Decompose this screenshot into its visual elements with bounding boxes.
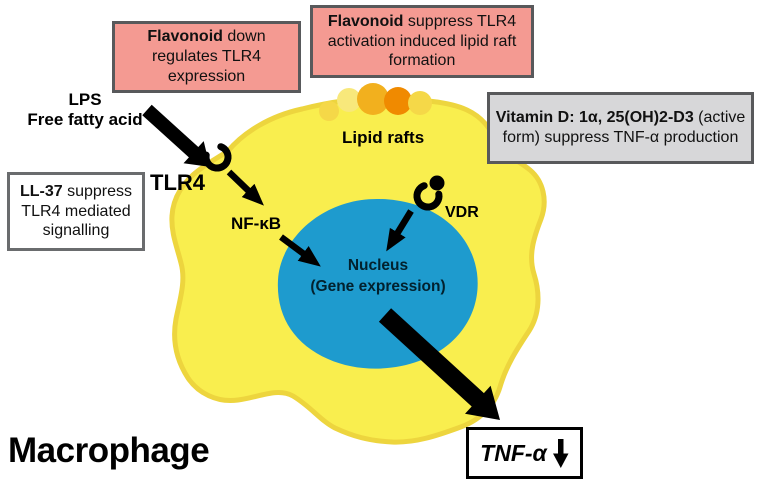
nucleus-label: Nucleus xyxy=(347,257,409,274)
nucleus-to-tnf-arrow xyxy=(378,308,500,420)
lipid-raft-dot xyxy=(319,101,339,121)
tlr4-to-nfkb-arrow xyxy=(226,169,264,206)
callout-keyword: LL-37 xyxy=(19,182,63,200)
vdr-receptor-arc xyxy=(413,182,443,211)
callout-rest: suppress TLR4 activation induced lipid r… xyxy=(327,12,517,70)
tnf-label: TNF-α xyxy=(480,439,547,466)
down-arrow-icon xyxy=(552,438,569,468)
vitamin-d-ligand-icon xyxy=(429,175,445,191)
lipid-raft-dot xyxy=(337,88,361,112)
ligand-label-block: LPS Free fatty acid xyxy=(10,90,160,129)
nfkb-label: NF-κB xyxy=(231,214,282,233)
nucleus-label-block: Nucleus (Gene expression) xyxy=(288,256,468,298)
lipid-rafts-label: Lipid rafts xyxy=(342,128,425,147)
tlr4-label: TLR4 xyxy=(150,170,205,195)
gene-expression-label: (Gene expression) xyxy=(310,277,446,295)
callout-rest: suppress TLR4 mediated signalling xyxy=(21,182,133,240)
callout-text: Flavonoid suppress TLR4 activation induc… xyxy=(318,12,526,71)
callout-ll37: LL-37 suppress TLR4 mediated signalling xyxy=(7,172,145,251)
callout-flavonoid-lipid-raft: Flavonoid suppress TLR4 activation induc… xyxy=(310,5,534,78)
nucleus-shape xyxy=(277,199,478,369)
callout-text: LL-37 suppress TLR4 mediated signalling xyxy=(15,182,137,241)
tnf-output-box: TNF-α xyxy=(466,427,583,479)
macrophage-title: Macrophage xyxy=(8,431,210,470)
vdr-receptor-icon xyxy=(413,175,445,211)
tlr4-receptor-icon xyxy=(202,143,232,172)
callout-text: Vitamin D: 1α, 25(OH)2-D3 (active form) … xyxy=(495,108,746,148)
lipid-raft-dot xyxy=(357,83,389,115)
callout-rest: down regulates TLR4 expression xyxy=(151,28,266,85)
lipid-raft-dot xyxy=(408,91,432,115)
lps-label: LPS xyxy=(68,90,102,109)
callout-text: Flavonoid down regulates TLR4 expression xyxy=(120,27,293,86)
callout-flavonoid-tlr4-expression: Flavonoid down regulates TLR4 expression xyxy=(112,21,301,93)
callout-keyword: Flavonoid xyxy=(147,28,223,46)
vdr-to-nucleus-arrow xyxy=(386,209,414,252)
callout-rest: (active form) suppress TNF-α production xyxy=(502,109,746,146)
free-fatty-acid-label: Free fatty acid xyxy=(27,109,143,129)
callout-keyword: Vitamin D: 1α, 25(OH)2-D3 xyxy=(495,109,694,127)
nfkb-to-nucleus-arrow xyxy=(279,234,321,267)
vdr-label: VDR xyxy=(445,204,479,221)
lipid-rafts-icon xyxy=(319,83,432,121)
callout-keyword: Flavonoid xyxy=(327,12,404,30)
callout-vitamin-d: Vitamin D: 1α, 25(OH)2-D3 (active form) … xyxy=(487,92,754,164)
lps-to-tlr4-arrow xyxy=(142,104,210,167)
lipid-raft-dot xyxy=(384,87,412,115)
